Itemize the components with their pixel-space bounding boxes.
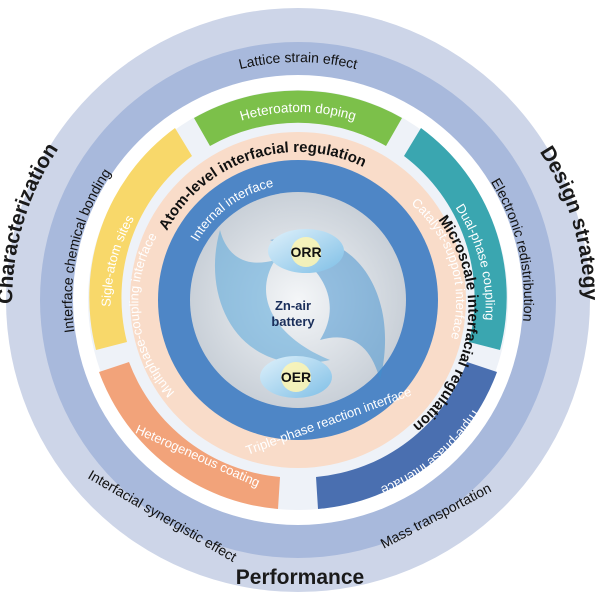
core-circle: [190, 192, 406, 408]
segment-triple-phase-interface: [316, 362, 497, 509]
label-oer: OER: [281, 369, 311, 385]
label-lattice-strain: Lattice strain effect: [237, 49, 359, 72]
oer-dot: [281, 362, 311, 392]
water-swirl-2: [270, 236, 386, 380]
segment-single-atom-sites: [89, 128, 192, 350]
segment-heteroatom-doping: [194, 90, 402, 146]
label-orr: ORR: [290, 244, 321, 260]
label-zn-air: Zn-air: [275, 298, 311, 313]
water-swirl: [214, 230, 330, 364]
label-performance: Performance: [236, 566, 364, 589]
label-battery: battery: [271, 314, 315, 329]
orr-dot: [291, 237, 321, 267]
segment-dual-phase-coupling: [404, 128, 507, 350]
segment-heterogeneous-coating: [99, 362, 280, 509]
